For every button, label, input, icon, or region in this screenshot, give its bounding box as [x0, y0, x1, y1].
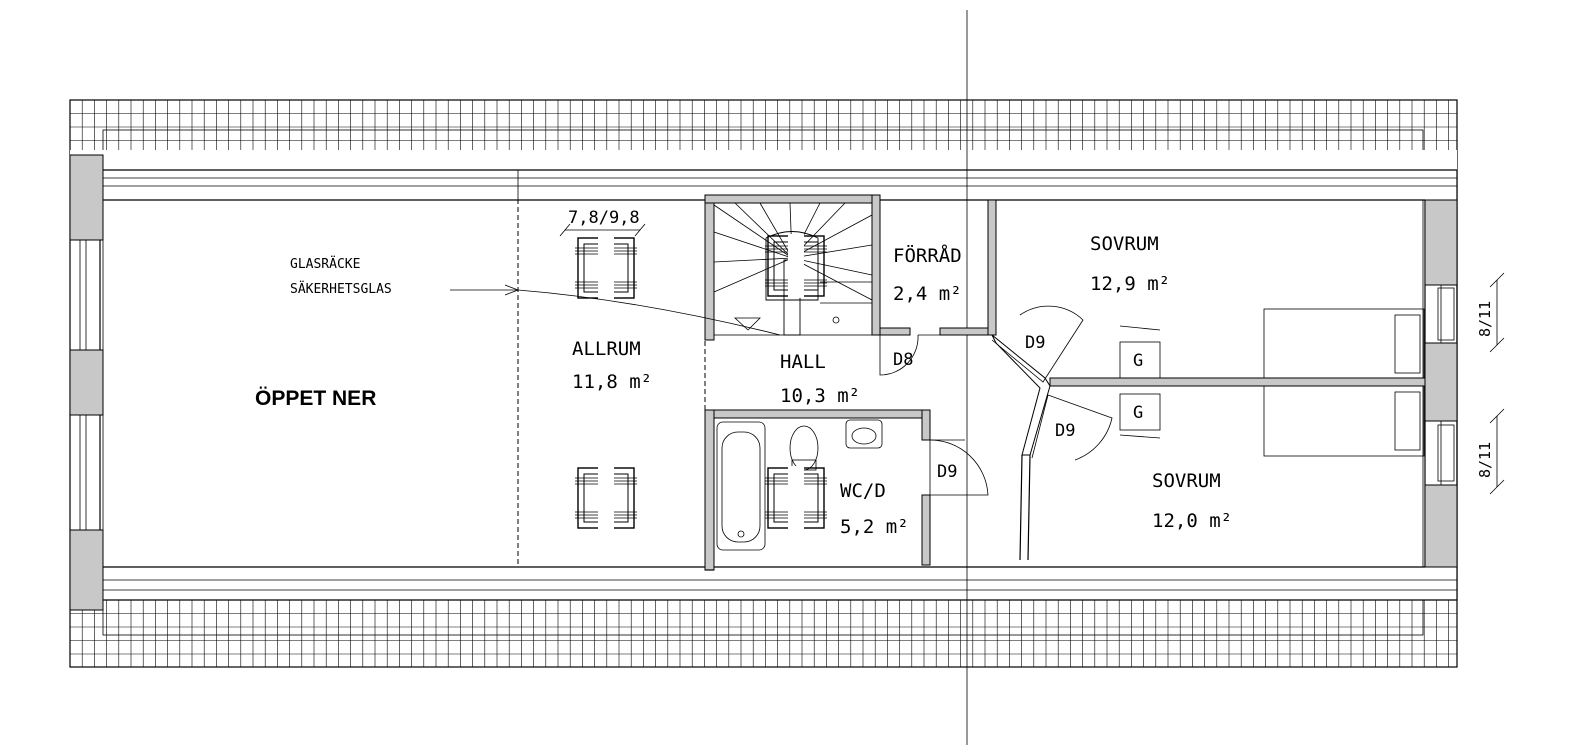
sovrum1-name: SOVRUM: [1090, 233, 1159, 255]
hall-area: 10,3 m²: [780, 385, 860, 407]
wardrobe-g2: [1119, 393, 1161, 431]
door-d9-wc-label: D9: [937, 462, 957, 482]
door-d9-wc-swing: [929, 439, 989, 496]
bed-top: [1263, 308, 1425, 379]
forrad-name: FÖRRÅD: [893, 244, 962, 267]
door-d9-bed2-swing: [1031, 394, 1113, 461]
bedroom-divider-wall: [1049, 377, 1426, 387]
allrum-name: ALLRUM: [572, 338, 641, 360]
hall-name: HALL: [780, 351, 826, 373]
door-d9-hall-swing: [991, 305, 1084, 383]
open-below-label: ÖPPET NER: [255, 387, 376, 410]
stair-wall-top: [704, 194, 881, 204]
forrad-area: 2,4 m²: [893, 283, 962, 305]
sovrum2-area: 12,0 m²: [1152, 510, 1232, 532]
railing-zone: [517, 199, 706, 568]
railing-note-line1: GLASRÄCKE: [290, 256, 360, 272]
window-dimension-1: 8/11: [1476, 301, 1494, 337]
eave-band-top-mask: [70, 150, 1457, 170]
stair-wall-right: [871, 194, 881, 336]
stair-arrow: [733, 317, 761, 331]
wall-band-bottom: [70, 567, 1457, 600]
door-d8-swing: [879, 334, 919, 376]
gable-wall-right-top: [1424, 199, 1458, 286]
wardrobe-g1: [1119, 341, 1161, 379]
window-dimension-2: 8/11: [1476, 442, 1494, 478]
railing-note-line2: SÄKERHETSGLAS: [290, 281, 392, 297]
sovrum2-name: SOVRUM: [1152, 470, 1221, 492]
skylights: [575, 234, 827, 530]
gable-wall-left-bottom: [69, 529, 104, 611]
wc-name: WC/D: [840, 480, 886, 502]
wc-area: 5,2 m²: [840, 516, 909, 538]
door-d9-bed2-label: D9: [1055, 421, 1075, 441]
bathtub: [716, 421, 766, 551]
gable-wall-left-mid: [69, 349, 104, 416]
bed-bottom: [1263, 385, 1425, 457]
wardrobe-g1-label: G: [1133, 351, 1143, 371]
wardrobe-g2-label: G: [1133, 403, 1143, 423]
sovrum1-area: 12,9 m²: [1090, 273, 1170, 295]
door-d8-label: D8: [893, 350, 913, 370]
skylight-dimension: 7,8/9,8: [568, 208, 640, 228]
door-d9-hall-label: D9: [1025, 333, 1045, 353]
gable-wall-right-mid: [1424, 342, 1458, 422]
wc-wall-left: [704, 409, 715, 571]
gable-wall-right-bottom: [1424, 484, 1458, 568]
wc-wall-top: [704, 409, 931, 419]
allrum-area: 11,8 m²: [572, 371, 652, 393]
sink: [845, 419, 883, 449]
gable-wall-left-top: [69, 154, 104, 241]
forrad-wall-right: [987, 199, 997, 336]
toilet: [789, 425, 819, 471]
